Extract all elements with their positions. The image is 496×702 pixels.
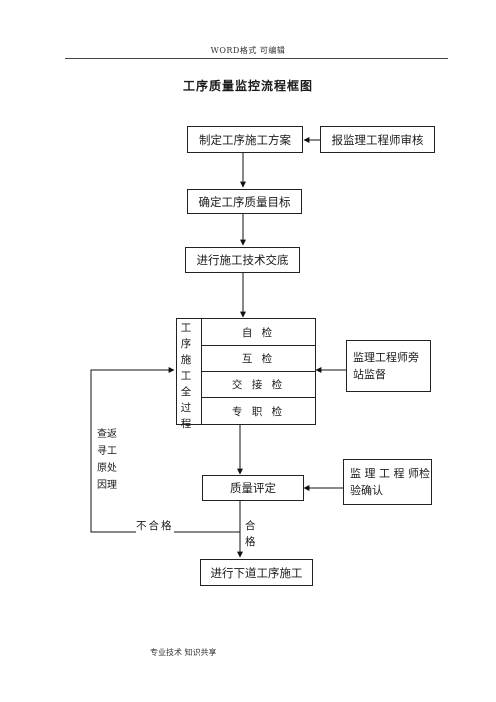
process-label: 工序施工全过程 xyxy=(180,322,192,430)
mutual-check: 互 检 xyxy=(202,345,315,371)
fail-label: 不合格 xyxy=(136,518,174,533)
header-rule xyxy=(65,58,448,59)
report-box: 报监理工程师审核 xyxy=(320,126,435,153)
briefing-box: 进行施工技术交底 xyxy=(185,247,300,273)
page-header: WORD格式 可编辑 xyxy=(210,46,286,55)
self-check: 自 检 xyxy=(241,326,276,339)
confirm-text: 监 理 工 程 师检验确认 xyxy=(350,467,430,497)
feedback-label: 查返寻工原处因理 xyxy=(97,429,117,491)
process-divider xyxy=(201,319,202,424)
supervise-text: 监理工程师旁站监督 xyxy=(353,351,419,381)
confirm-box: 监 理 工 程 师检验确认 xyxy=(343,459,432,505)
diagram-title: 工序质量监控流程框图 xyxy=(182,79,313,93)
pass-label: 合格 xyxy=(245,520,256,548)
plan-box: 制定工序施工方案 xyxy=(187,126,303,153)
page-footer: 专业技术 知识共享 xyxy=(150,648,217,657)
evaluate-box: 质量评定 xyxy=(202,475,304,501)
dedicated-check: 专 职 检 xyxy=(202,397,315,424)
next-box: 进行下道工序施工 xyxy=(200,559,313,586)
supervise-box: 监理工程师旁站监督 xyxy=(346,340,431,392)
target-box: 确定工序质量目标 xyxy=(187,189,302,214)
handover-check: 交 接 检 xyxy=(202,371,315,397)
